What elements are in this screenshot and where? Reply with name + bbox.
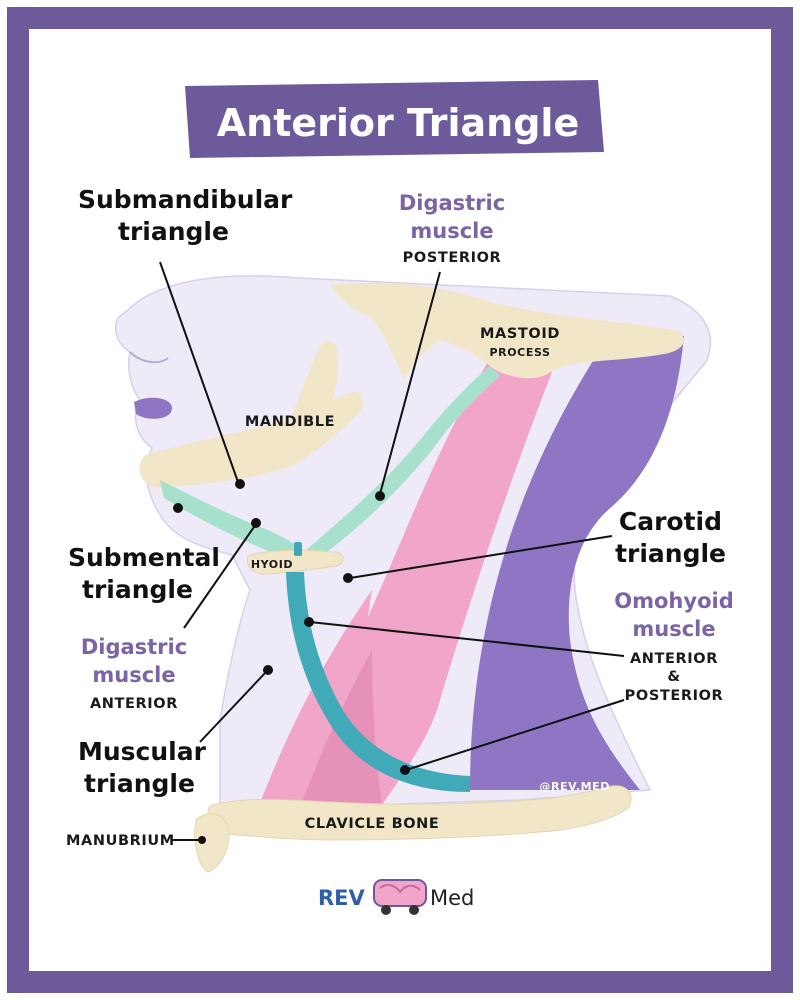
submandibular-leader [159, 261, 239, 483]
omohyoid-anterior-dot [304, 617, 314, 627]
title-banner [185, 80, 604, 158]
omohyoid-label-line5: POSTERIOR [625, 688, 724, 704]
submandibular-dot [235, 479, 245, 489]
omohyoid-label-line4: & [667, 669, 680, 685]
omohyoid-posterior-dot [400, 765, 410, 775]
digastric-posterior-leader [379, 271, 441, 495]
digastric-posterior-label-line3: POSTERIOR [403, 250, 502, 266]
submandibular-label-line2: triangle [118, 217, 229, 246]
title: Anterior Triangle [217, 101, 579, 145]
mastoid-label-line2: PROCESS [489, 346, 550, 359]
digastric-anterior-label-line2: muscle [92, 663, 175, 687]
digastric-anterior-dot [251, 518, 261, 528]
mastoid-label-line1: MASTOID [480, 326, 560, 342]
digastric-tendon-loop [294, 542, 302, 556]
brand-rev-text: REV [318, 886, 366, 910]
digastric-anterior-label-line3: ANTERIOR [90, 696, 178, 712]
carotid-dot [343, 573, 353, 583]
nose-outline [129, 351, 169, 364]
mastoid-process-bone [330, 282, 684, 380]
manubrium-label: MANUBRIUM [66, 833, 175, 849]
omohyoid-label-line3: ANTERIOR [630, 651, 718, 667]
manubrium-dot [198, 836, 206, 844]
muscular-dot [263, 665, 273, 675]
muscular-label-line2: triangle [84, 769, 195, 798]
submental-label-line2: triangle [82, 575, 193, 604]
watermark: @REV.MED [539, 780, 610, 793]
lips [134, 397, 172, 419]
omohyoid-label-line1: Omohyoid [614, 589, 733, 613]
submandibular-label-line1: Submandibular [78, 185, 293, 214]
manubrium-bone [194, 813, 230, 873]
carotid-label-line2: triangle [615, 539, 726, 568]
muscular-label-line1: Muscular [78, 737, 207, 766]
brain-ambulance-logo-icon [373, 879, 427, 915]
brand-med-text: Med [430, 886, 474, 910]
omohyoid-posterior-leader [405, 699, 625, 771]
muscular-leader [199, 671, 267, 743]
digastric-posterior-label-line2: muscle [410, 219, 493, 243]
digastric-anterior-label-line1: Digastric [81, 635, 187, 659]
digastric-posterior-label-line1: Digastric [399, 191, 505, 215]
mandible-bone [139, 341, 364, 488]
clavicle-label: CLAVICLE BONE [305, 816, 440, 832]
omohyoid-anterior-leader [309, 621, 625, 657]
hyoid-label: HYOID [251, 558, 293, 571]
clavicle-bone [207, 785, 632, 841]
digastric-anterior-leader [183, 523, 257, 629]
omohyoid-muscle [286, 572, 470, 792]
carotid-label-line1: Carotid [619, 507, 722, 536]
omohyoid-label-line2: muscle [632, 617, 715, 641]
submental-label-line1: Submental [68, 543, 220, 572]
digastric-posterior-dot [375, 491, 385, 501]
submental-dot [173, 503, 183, 513]
page-frame [7, 7, 793, 993]
mandible-label: MANDIBLE [245, 414, 335, 430]
trapezius-muscle [470, 336, 684, 790]
carotid-leader [349, 535, 613, 579]
